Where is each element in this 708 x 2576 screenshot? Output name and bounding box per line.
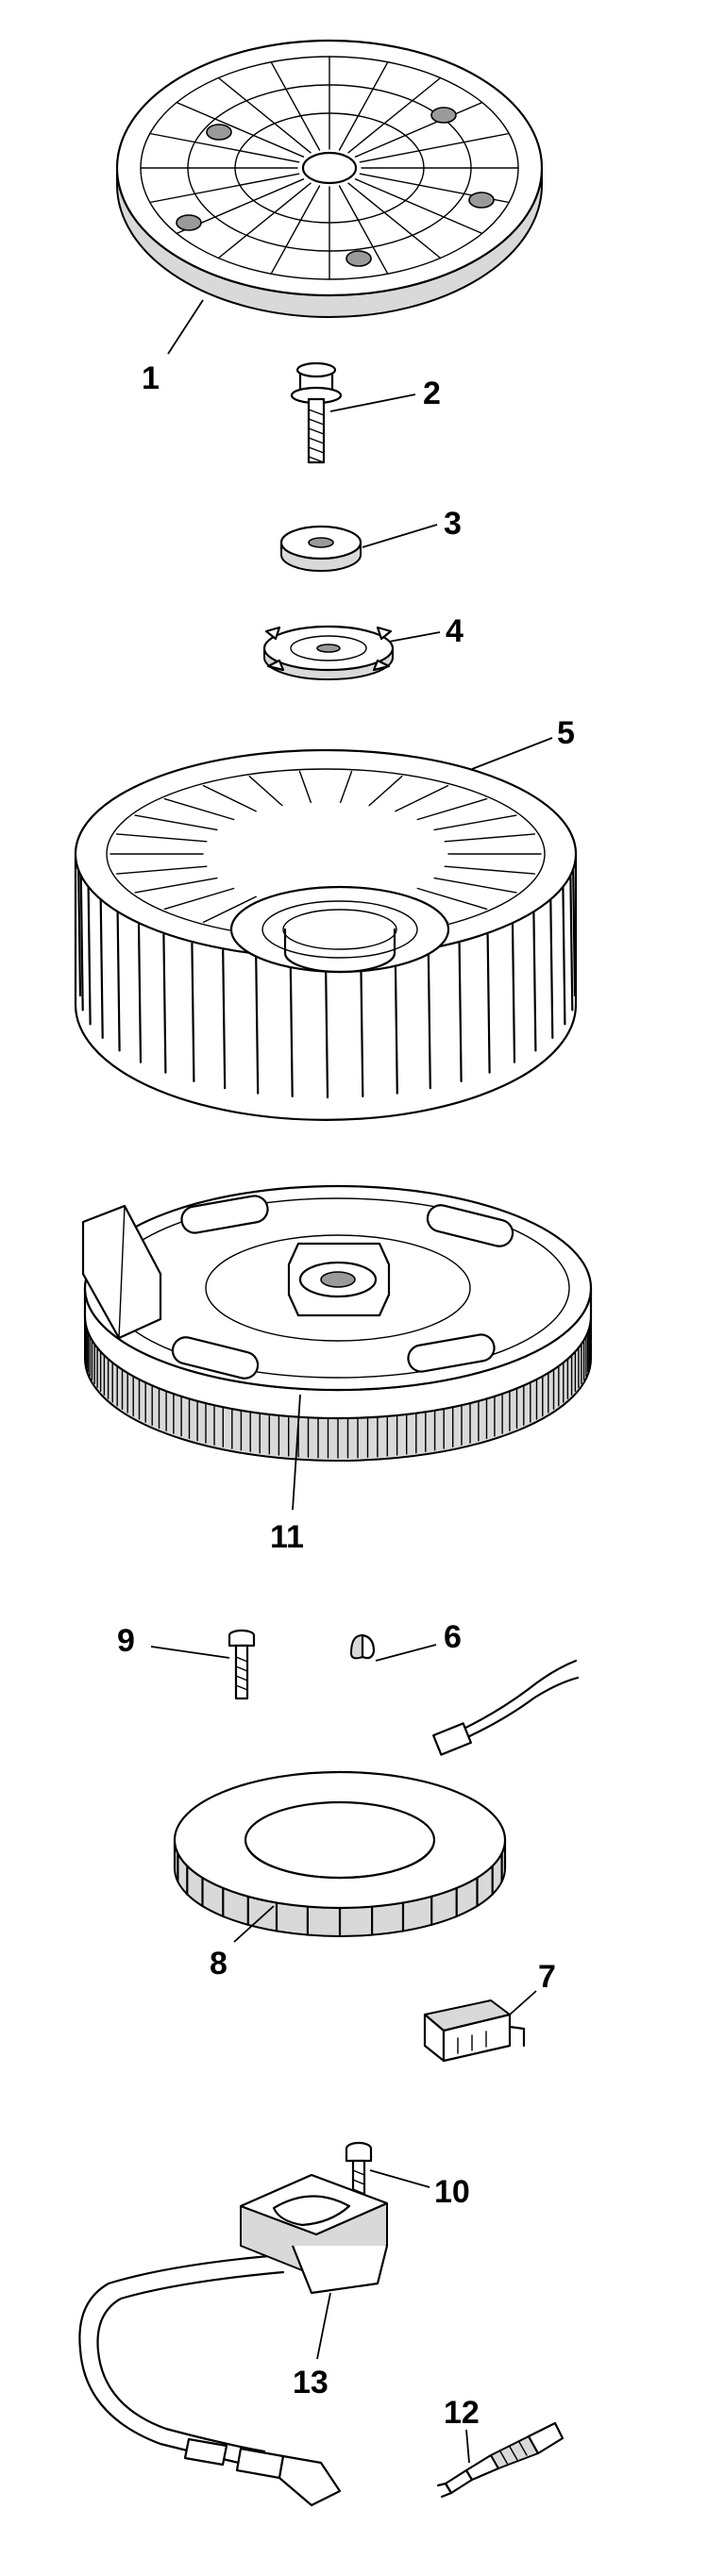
spark-plug-icon	[436, 2421, 565, 2499]
ignition-screw-icon	[345, 2141, 373, 2196]
callout-4: 4	[446, 613, 464, 649]
washer-icon	[279, 525, 362, 572]
flywheel-icon	[81, 1184, 593, 1462]
callout-13: 13	[293, 2365, 329, 2400]
callout-2: 2	[423, 376, 441, 411]
callout-labels: 1 2 3 4 5 11 9 6 8 7 10 13 12	[117, 360, 575, 2431]
callout-11: 11	[270, 1519, 304, 1555]
callout-1: 1	[142, 360, 160, 396]
fan-retainer-icon	[262, 625, 395, 680]
stator-icon	[173, 1659, 580, 1938]
flywheel-bolt-icon	[290, 361, 343, 464]
leader-lines	[150, 299, 553, 2464]
callout-6: 6	[444, 1619, 462, 1655]
callout-3: 3	[444, 506, 462, 542]
callout-8: 8	[210, 1946, 228, 1982]
callout-9: 9	[117, 1623, 135, 1659]
ignition-module-icon	[78, 2173, 389, 2507]
stator-screw-icon	[228, 1629, 256, 1700]
rectifier-module-icon	[423, 1999, 526, 2063]
flywheel-key-icon	[350, 1633, 376, 1660]
callout-12: 12	[444, 2395, 480, 2431]
callout-5: 5	[557, 715, 575, 751]
callout-10: 10	[434, 2174, 470, 2210]
callout-7: 7	[538, 1959, 556, 1995]
cooling-fan-icon	[74, 748, 578, 1121]
grass-screen-icon	[115, 39, 544, 318]
